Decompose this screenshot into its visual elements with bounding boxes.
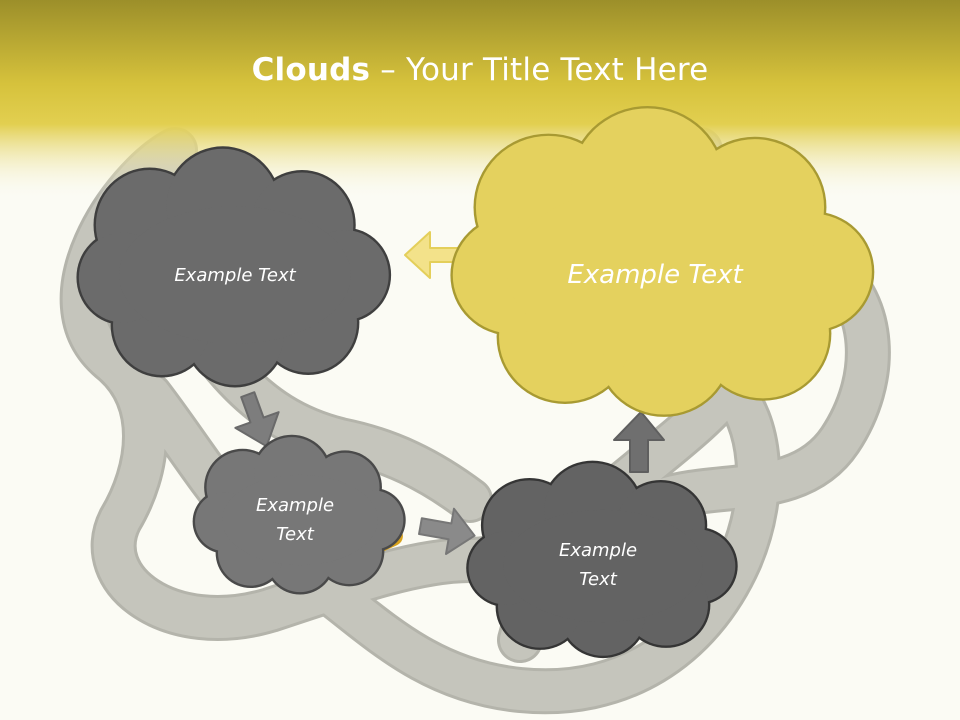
- cloud-bottom-left-label: Example Text: [255, 495, 335, 545]
- arrow-down-icon: [234, 391, 280, 448]
- arrow-up-icon: [613, 411, 665, 473]
- cloud-bottom-right: [466, 460, 738, 659]
- title-bold: Clouds: [251, 52, 371, 88]
- cloud-top-right: [450, 106, 875, 417]
- cloud-top-left: [76, 146, 392, 388]
- title-rest: Your Title Text Here: [406, 52, 709, 88]
- arrow-right-icon: [418, 507, 476, 555]
- cloud-top-right-label: Example Text: [567, 260, 743, 290]
- cloud-bottom-right-label: Example Text: [558, 540, 638, 590]
- page-title: Clouds – Your Title Text Here: [0, 52, 960, 88]
- cloud-bottom-left: [192, 434, 406, 595]
- cloud-top-left-label: Example Text: [174, 264, 296, 286]
- title-dash: –: [370, 52, 406, 88]
